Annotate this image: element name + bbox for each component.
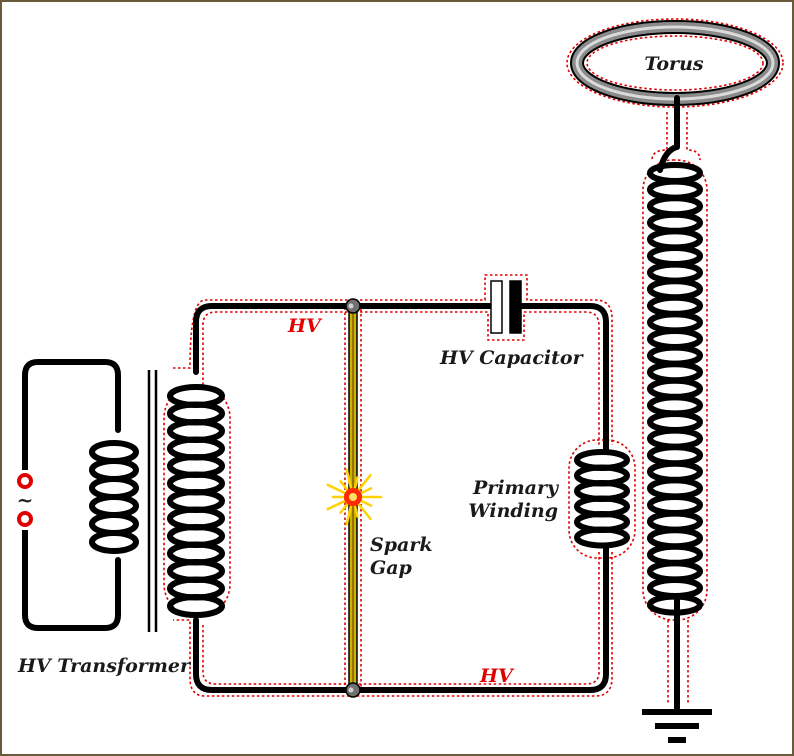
terminal-top: [17, 473, 33, 489]
spark-ray: [345, 468, 353, 493]
transformer-secondary-turn: [167, 594, 225, 618]
hv-outline-stem-left: [651, 112, 668, 161]
transformer-core: [147, 370, 158, 632]
primary-winding-coil: [574, 449, 630, 549]
ground-icon: [642, 709, 712, 743]
hv-outline-bottom-inner: [202, 552, 600, 685]
capacitor-plate-light: [490, 280, 503, 334]
spark-icon: [326, 468, 383, 526]
capacitor-plate-dark: [509, 280, 522, 334]
node-top-highlight: [348, 303, 354, 309]
transformer-secondary-coil: [167, 384, 225, 618]
terminal-bottom: [17, 511, 33, 527]
hv-label-bottom: HV: [479, 665, 515, 687]
spark-ray: [345, 501, 353, 526]
node-bottom-highlight: [348, 687, 354, 693]
wire-top-left: [193, 303, 494, 375]
hv-label-top: HV: [287, 315, 323, 337]
spark-ray: [326, 498, 349, 511]
hv-outline-stem-right: [686, 112, 701, 161]
hv-outline-ground-lead: [667, 620, 689, 705]
hv-outline-primary: [568, 439, 636, 559]
wire-top-right: [518, 303, 609, 453]
ac-symbol: ~: [17, 488, 34, 512]
primary-winding-label-1: Primary: [472, 477, 560, 499]
ac-source-icon: ~: [14, 470, 40, 530]
wires: [22, 95, 680, 711]
hv-outline-top-inner: [202, 311, 600, 445]
primary-winding-turn: [574, 526, 630, 549]
junction-nodes: [345, 298, 361, 698]
wire-bottom: [193, 545, 609, 693]
hv-capacitor: [490, 280, 522, 334]
spark-gap: [326, 309, 383, 687]
spark-gap-label-2: Gap: [370, 557, 413, 579]
hv-transformer-label: HV Transformer: [17, 655, 192, 677]
spark-glow: [349, 493, 357, 501]
hv-outline-top: [173, 274, 613, 445]
spark-ray: [355, 500, 372, 521]
transformer-primary-coil: [89, 440, 139, 554]
hv-outline-bottom: [173, 552, 613, 697]
spark-ray: [355, 473, 372, 494]
torus-label: Torus: [644, 53, 703, 75]
tesla-coil-turn: [647, 593, 703, 616]
spark-ray: [326, 483, 349, 496]
spark-gap-label-1: Spark: [370, 534, 433, 556]
hv-capacitor-label: HV Capacitor: [439, 347, 585, 369]
hv-outline-torus-inner: [586, 35, 764, 91]
transformer-primary-turn: [89, 530, 139, 554]
primary-winding-label-2: Winding: [468, 500, 558, 522]
tesla-secondary-coil: [647, 162, 703, 616]
hv-outline-torus-outer: [566, 18, 784, 108]
